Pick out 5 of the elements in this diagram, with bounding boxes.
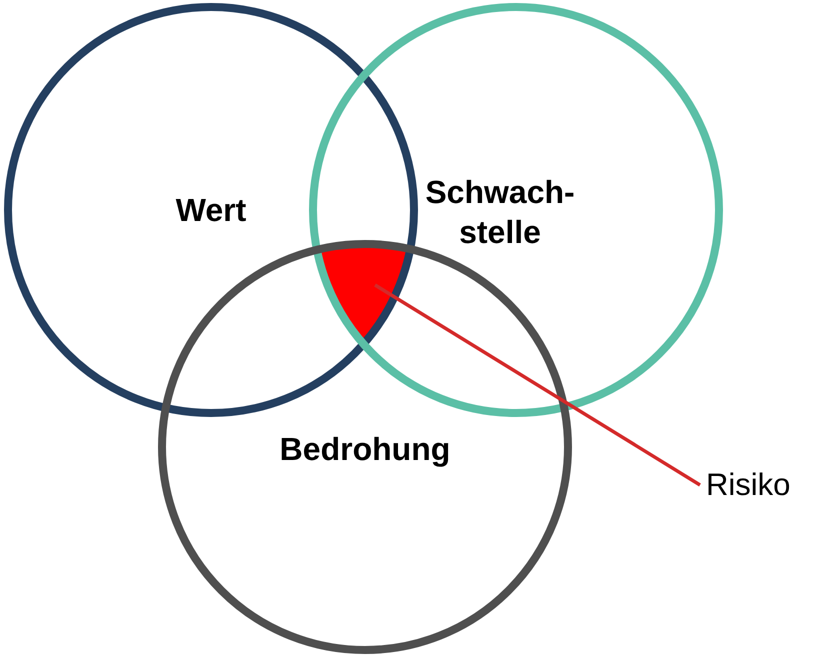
leader-line [374,284,701,486]
circle-label: Bedrohung [278,430,452,469]
circle-label: Wert [174,191,248,230]
circle-label: Schwach- stelle [425,173,575,252]
callout-label: Risiko [706,466,790,504]
